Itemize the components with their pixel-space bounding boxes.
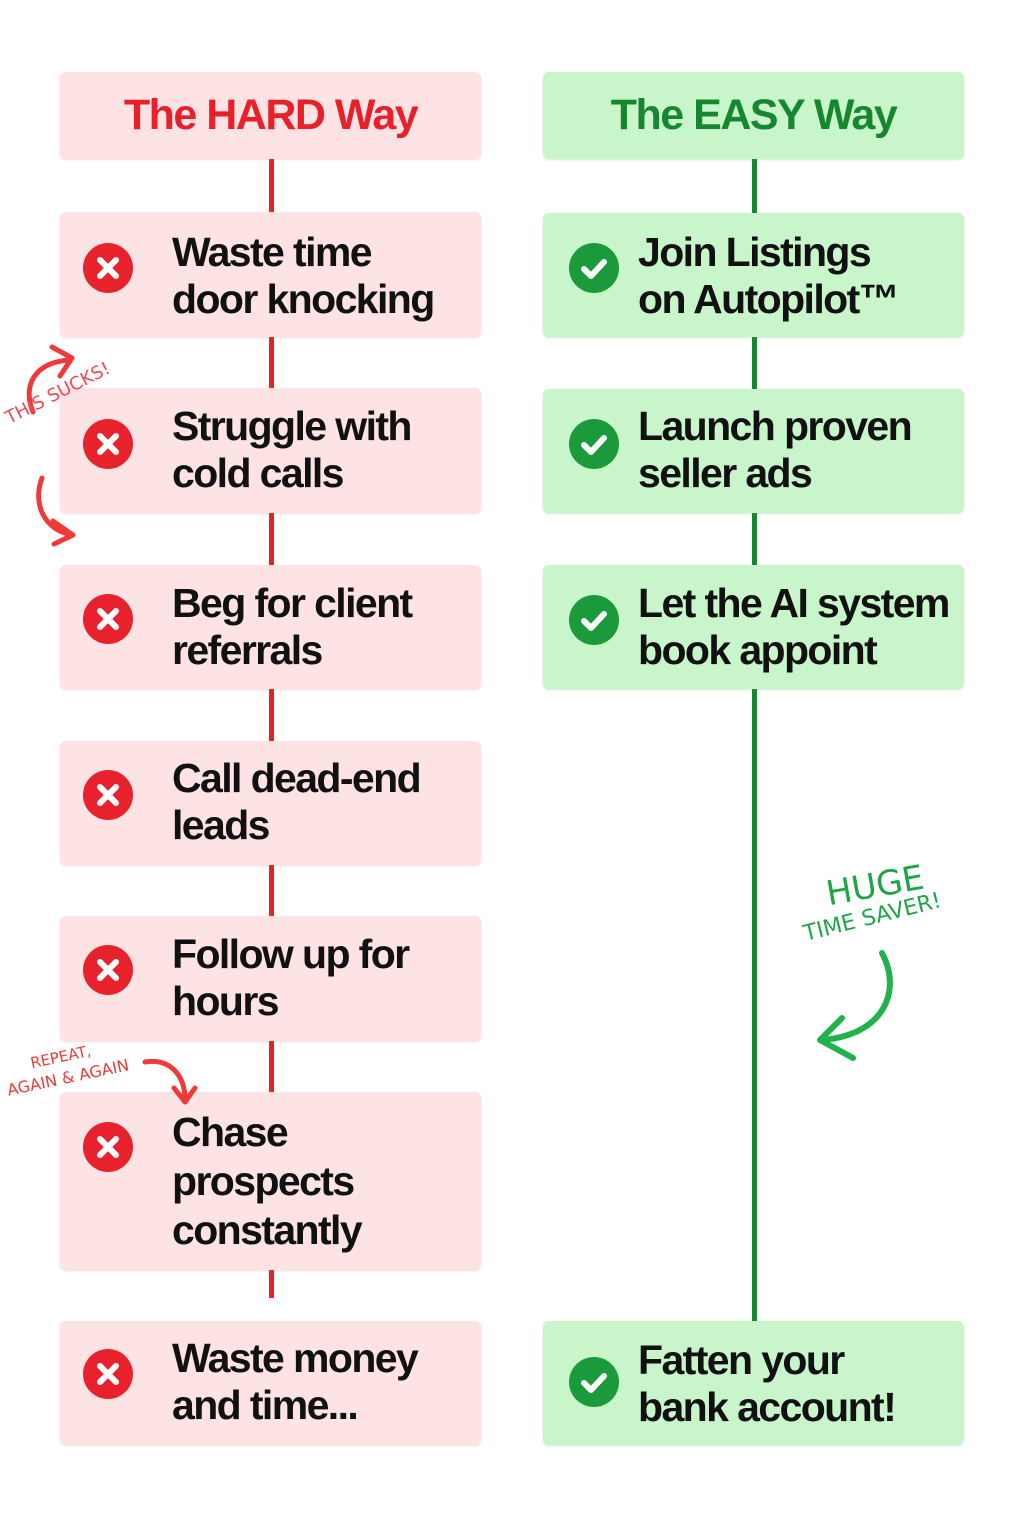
step-text: door knocking bbox=[172, 276, 435, 322]
step-text: hours bbox=[172, 978, 280, 1024]
easy-way-header: The EASY Way bbox=[543, 72, 964, 159]
x-circle-icon bbox=[83, 1349, 133, 1399]
step-text: Fatten your bbox=[638, 1337, 845, 1383]
check-circle-icon bbox=[569, 595, 619, 645]
step-text: Struggle with bbox=[172, 403, 412, 449]
x-circle-icon bbox=[83, 243, 133, 293]
step-text: Waste money bbox=[172, 1335, 419, 1381]
step-text: Waste time bbox=[172, 229, 373, 275]
step-text: referrals bbox=[172, 627, 323, 673]
step-text: leads bbox=[172, 802, 270, 848]
step-text: bank account! bbox=[638, 1384, 897, 1430]
check-circle-icon bbox=[569, 243, 619, 293]
curved-arrow-up-icon bbox=[26, 357, 73, 415]
curved-arrow-down-icon bbox=[36, 475, 75, 538]
step-text: Chase bbox=[172, 1109, 289, 1155]
hard-connector-line bbox=[269, 158, 274, 1298]
curved-arrow-green-icon bbox=[819, 950, 893, 1043]
x-circle-icon bbox=[83, 419, 133, 469]
step-text: seller ads bbox=[638, 450, 813, 496]
step-text: prospects bbox=[172, 1158, 355, 1204]
x-circle-icon bbox=[83, 594, 133, 644]
step-text: cold calls bbox=[172, 450, 344, 496]
x-circle-icon bbox=[83, 770, 133, 820]
curved-arrow-repeat-icon bbox=[142, 1058, 188, 1103]
step-text: Beg for client bbox=[172, 580, 413, 626]
x-circle-icon bbox=[83, 945, 133, 995]
step-text: constantly bbox=[172, 1207, 363, 1253]
easy-connector-line bbox=[752, 158, 757, 1338]
step-text: Follow up for bbox=[172, 931, 410, 977]
hard-way-header: The HARD Way bbox=[60, 72, 481, 159]
step-text: and time... bbox=[172, 1382, 359, 1428]
step-text: Join Listings bbox=[638, 229, 872, 275]
check-circle-icon bbox=[569, 1357, 619, 1407]
step-text: Launch proven bbox=[638, 403, 913, 449]
step-text: on Autopilot™ bbox=[638, 276, 900, 322]
x-circle-icon bbox=[83, 1122, 133, 1172]
check-circle-icon bbox=[569, 419, 619, 469]
step-text: Let the AI system bbox=[638, 580, 950, 626]
step-text: book appoint bbox=[638, 627, 878, 673]
step-text: Call dead-end bbox=[172, 755, 422, 801]
